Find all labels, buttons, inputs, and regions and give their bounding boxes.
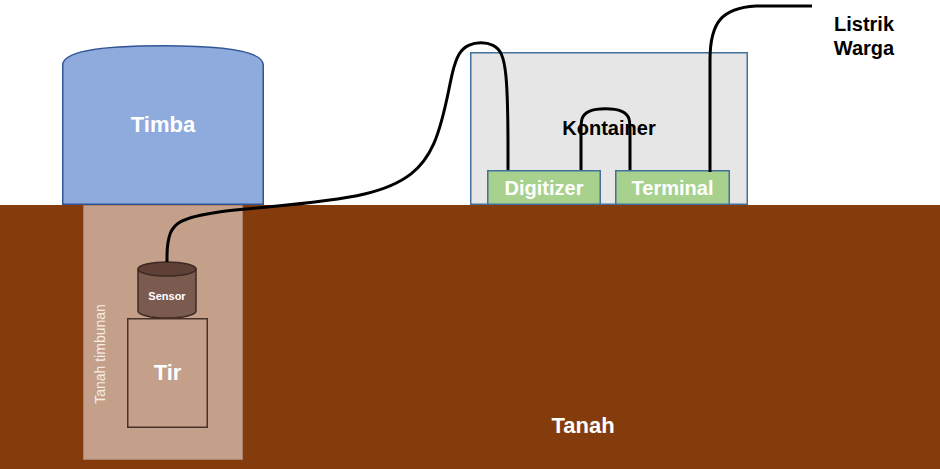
node-label: Digitizer (505, 176, 584, 200)
bucket-drum (63, 46, 264, 205)
terminal-box (616, 171, 730, 205)
container-box: Digitizer Terminal Kontainer (470, 52, 748, 205)
pier-block: Tir (127, 318, 208, 428)
node-label: Sensor (148, 290, 185, 303)
node-label: Timba (131, 112, 195, 138)
ground-band: SensorTir Tanah timbunanTanah (0, 205, 940, 469)
sensor-cylinder: Sensor (137, 262, 197, 318)
node-label: Terminal (632, 176, 714, 200)
digitizer-box (488, 171, 601, 205)
node-label: Tanah (551, 413, 614, 439)
sensor-top (138, 262, 196, 276)
power-label: Listrik Warga (816, 12, 912, 60)
ground-band (0, 205, 940, 469)
digitizer-box: Digitizer (487, 170, 601, 205)
pier-block (128, 319, 208, 428)
node-label: Tanah timbunan (92, 305, 109, 405)
node-label: Kontainer (562, 116, 655, 140)
terminal-box: Terminal (615, 170, 730, 205)
bucket-drum: Timba (62, 45, 264, 205)
backfill-pit: SensorTir Tanah timbunan (83, 205, 243, 460)
container-box (471, 53, 748, 205)
node-label: Tir (154, 360, 182, 386)
ground-band (0, 205, 940, 469)
backfill-pit (84, 206, 243, 460)
